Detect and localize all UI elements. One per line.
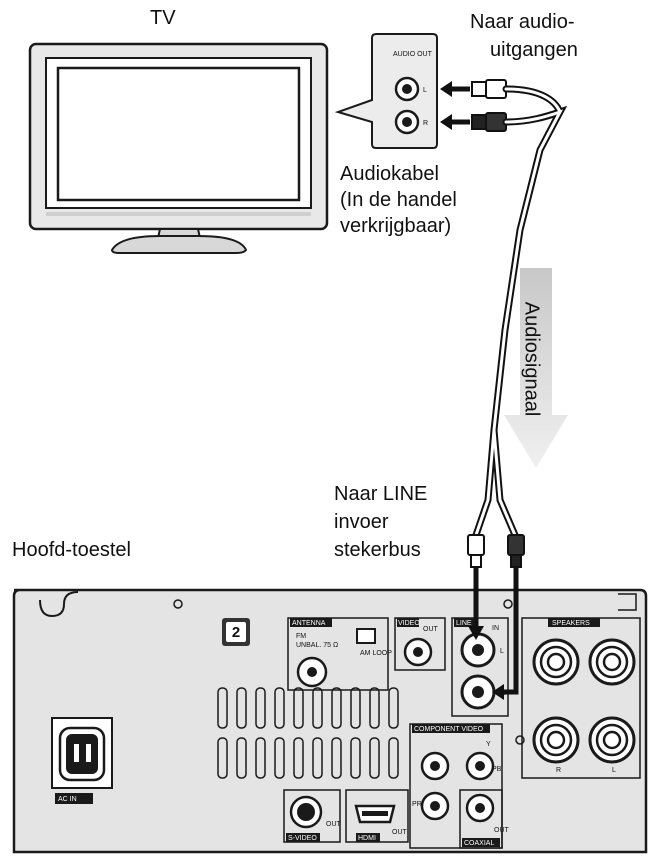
- speaker-terminals: [532, 638, 636, 764]
- svg-text:AM LOOP: AM LOOP: [360, 650, 392, 657]
- cable-line3: verkrijgbaar): [340, 215, 452, 237]
- vent-slot: [293, 687, 304, 729]
- ac-in-label: AC IN: [58, 796, 77, 803]
- cable-line1: Audiokabel: [340, 163, 439, 185]
- component-video-block: COMPONENT VIDEO Y PB PR OUT COAXIAL: [409, 723, 510, 849]
- top-plugs: [471, 79, 507, 132]
- speaker-terminal: [546, 652, 566, 672]
- s-video-block: OUT S-VIDEO: [283, 789, 342, 843]
- vent-slot: [331, 737, 342, 779]
- audio-cable: [472, 85, 568, 539]
- vent-slot: [350, 737, 361, 779]
- svg-text:OUT: OUT: [494, 827, 510, 834]
- svg-text:R: R: [556, 767, 561, 774]
- svg-text:L: L: [612, 767, 616, 774]
- cable-line2: (In de handel: [340, 189, 457, 211]
- tv-r-label: R: [423, 120, 428, 127]
- svg-text:VIDEO: VIDEO: [398, 620, 420, 627]
- svg-text:FM: FM: [296, 633, 306, 640]
- vent-slots: [217, 687, 399, 779]
- tv-l-label: L: [423, 87, 427, 94]
- badge-icon: 2: [222, 618, 250, 646]
- svg-text:OUT: OUT: [392, 829, 408, 836]
- am-loop-terminal: [356, 628, 376, 644]
- line-in-line3: stekerbus: [334, 539, 421, 561]
- vent-slot: [255, 687, 266, 729]
- audio-out-label: AUDIO OUT: [393, 51, 433, 58]
- svg-text:OUT: OUT: [423, 626, 439, 633]
- svg-text:HDMI: HDMI: [358, 835, 376, 842]
- vent-slot: [255, 737, 266, 779]
- vent-slot: [274, 687, 285, 729]
- vent-slot: [274, 737, 285, 779]
- main-unit-label: Hoofd-toestel: [12, 539, 131, 561]
- speaker-terminal: [602, 730, 622, 750]
- speaker-terminal: [546, 730, 566, 750]
- video-out-block: VIDEO OUT: [394, 617, 446, 671]
- vent-slot: [217, 687, 228, 729]
- vent-slot: [293, 737, 304, 779]
- vent-slot: [388, 737, 399, 779]
- vent-slot: [312, 737, 323, 779]
- svg-text:IN: IN: [492, 625, 499, 632]
- speakers-block: SPEAKERS R L: [521, 617, 641, 779]
- audio-signal-arrow: [504, 268, 568, 468]
- svg-text:SPEAKERS: SPEAKERS: [552, 620, 590, 627]
- svg-text:PB: PB: [492, 766, 502, 773]
- tv-label: TV: [150, 7, 176, 29]
- tv-illustration: [28, 42, 329, 254]
- svg-text:Y: Y: [486, 741, 491, 748]
- audio-out-line1: Naar audio-: [470, 11, 575, 33]
- svg-text:PR: PR: [412, 801, 422, 808]
- vent-slot: [350, 687, 361, 729]
- svg-text:2: 2: [232, 624, 240, 641]
- vent-slot: [388, 687, 399, 729]
- vent-slot: [236, 737, 247, 779]
- ac-in-socket: AC IN: [51, 717, 113, 804]
- vent-slot: [217, 737, 228, 779]
- speaker-terminal: [602, 652, 622, 672]
- line-in-arrows: [468, 567, 519, 700]
- svg-text:L: L: [500, 648, 504, 655]
- line-in-line1: Naar LINE: [334, 483, 428, 505]
- vent-slot: [331, 687, 342, 729]
- tv-plug-arrows: [440, 81, 470, 130]
- svg-text:S-VIDEO: S-VIDEO: [288, 835, 317, 842]
- svg-text:COMPONENT VIDEO: COMPONENT VIDEO: [414, 726, 484, 733]
- antenna-block: ANTENNA FM UNBAL. 75 Ω AM LOOP: [287, 617, 392, 691]
- vent-slot: [236, 687, 247, 729]
- vent-slot: [369, 737, 380, 779]
- svg-text:OUT: OUT: [326, 821, 342, 828]
- svg-text:UNBAL. 75 Ω: UNBAL. 75 Ω: [296, 642, 338, 649]
- antenna-label: ANTENNA: [292, 620, 326, 627]
- audio-out-line2: uitgangen: [490, 39, 578, 61]
- bottom-plugs: [467, 534, 525, 568]
- tv-audio-out-panel: AUDIO OUT L R: [334, 33, 438, 149]
- hdmi-block: OUT HDMI: [345, 789, 409, 843]
- svg-text:LINE: LINE: [456, 620, 472, 627]
- audio-signal-label: Audiosignaal: [520, 301, 543, 417]
- svg-text:COAXIAL: COAXIAL: [464, 840, 494, 847]
- vent-slot: [312, 687, 323, 729]
- line-in-line2: invoer: [334, 511, 389, 533]
- vent-slot: [369, 687, 380, 729]
